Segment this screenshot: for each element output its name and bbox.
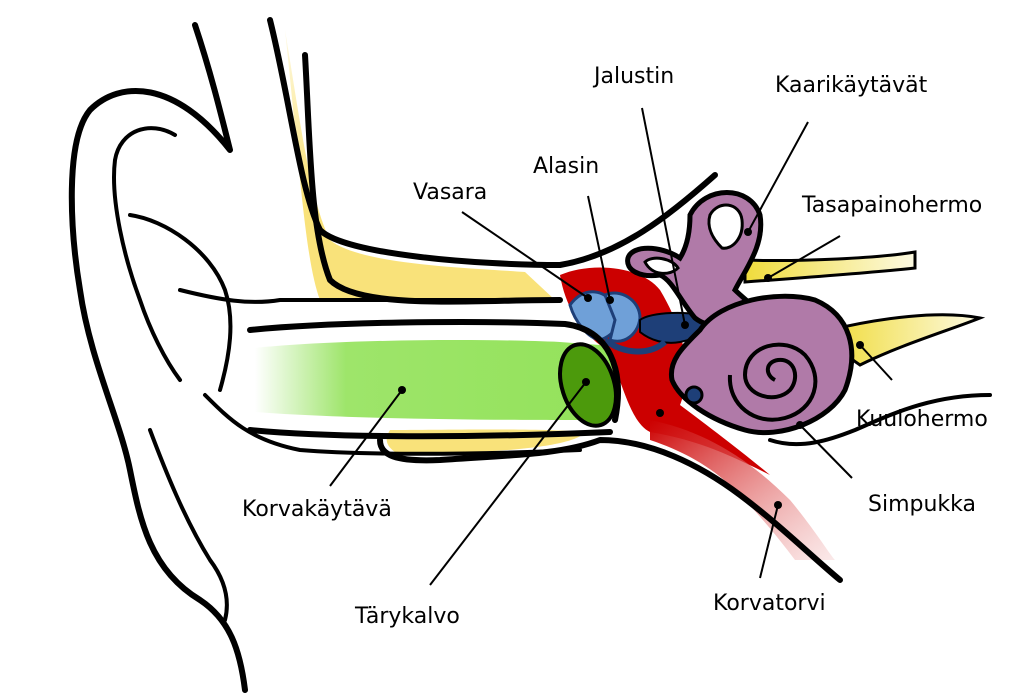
tragus-lower <box>203 393 582 456</box>
skull-line-mid <box>302 52 563 305</box>
dot-kuulohermo <box>856 341 864 349</box>
canal-lower-wall <box>247 427 613 440</box>
eustachian-tube <box>650 420 835 560</box>
helix-inner <box>112 126 182 382</box>
leader-korvakaytava <box>329 389 403 487</box>
antihelix <box>128 213 233 392</box>
leader-alasin <box>587 195 611 301</box>
canal-upper-wall <box>247 319 621 423</box>
label-tasapainohermo: Tasapainohermo <box>801 193 982 218</box>
label-alasin: Alasin <box>533 154 599 179</box>
dot-vasara <box>584 294 592 302</box>
dot-kaarikaytavat <box>744 228 752 236</box>
leader-kuulohermo <box>859 344 893 381</box>
leader-kaarikaytavat <box>747 121 809 233</box>
label-kaarikaytavat: Kaarikäytävät <box>775 73 928 98</box>
inner-ear <box>625 190 855 436</box>
leader-jalustin <box>641 107 686 326</box>
label-korvakaytava: Korvakäytävä <box>242 497 392 522</box>
label-korvatorvi: Korvatorvi <box>713 591 826 616</box>
leader-korvatorvi <box>759 504 779 579</box>
label-simpukka: Simpukka <box>868 492 976 517</box>
auricle-outer-edge <box>68 22 248 693</box>
ossicle-chain <box>603 337 667 355</box>
dot-korvatorvi <box>774 501 782 509</box>
leader-simpukka <box>799 424 853 479</box>
cochlea <box>668 293 855 436</box>
ear-canal <box>255 340 619 420</box>
canal-inner-loop-1 <box>707 203 744 250</box>
label-tarykalvo: Tärykalvo <box>354 604 460 629</box>
dot-alasin <box>606 296 614 304</box>
cochlea-spiral <box>727 342 818 422</box>
leader-tarykalvo <box>429 381 587 586</box>
dot-simpukka <box>796 421 804 429</box>
label-kuulohermo: Kuulohermo <box>856 407 988 432</box>
leader-lines <box>329 107 893 586</box>
leader-vasara <box>461 211 589 299</box>
skull-line-upper <box>267 17 718 268</box>
jaw-line <box>377 437 843 583</box>
label-jalustin: Jalustin <box>592 64 674 89</box>
leader-tasapainohermo <box>767 235 841 279</box>
dot-tarykalvo <box>582 378 590 386</box>
dot-jalustin <box>681 321 689 329</box>
oval-window <box>684 385 704 405</box>
incus-anvil <box>603 291 642 343</box>
concha <box>178 288 562 304</box>
nerve-lower-line <box>768 393 992 447</box>
lobule <box>148 428 229 622</box>
dot-tasapainohermo <box>764 274 772 282</box>
dot-middle-ear <box>656 409 664 417</box>
label-vasara: Vasara <box>413 180 487 205</box>
auricle <box>68 17 992 693</box>
canal-inner-loop-2 <box>643 256 680 275</box>
dot-korvakaytava <box>398 386 406 394</box>
vestibular-nerve <box>743 250 917 284</box>
